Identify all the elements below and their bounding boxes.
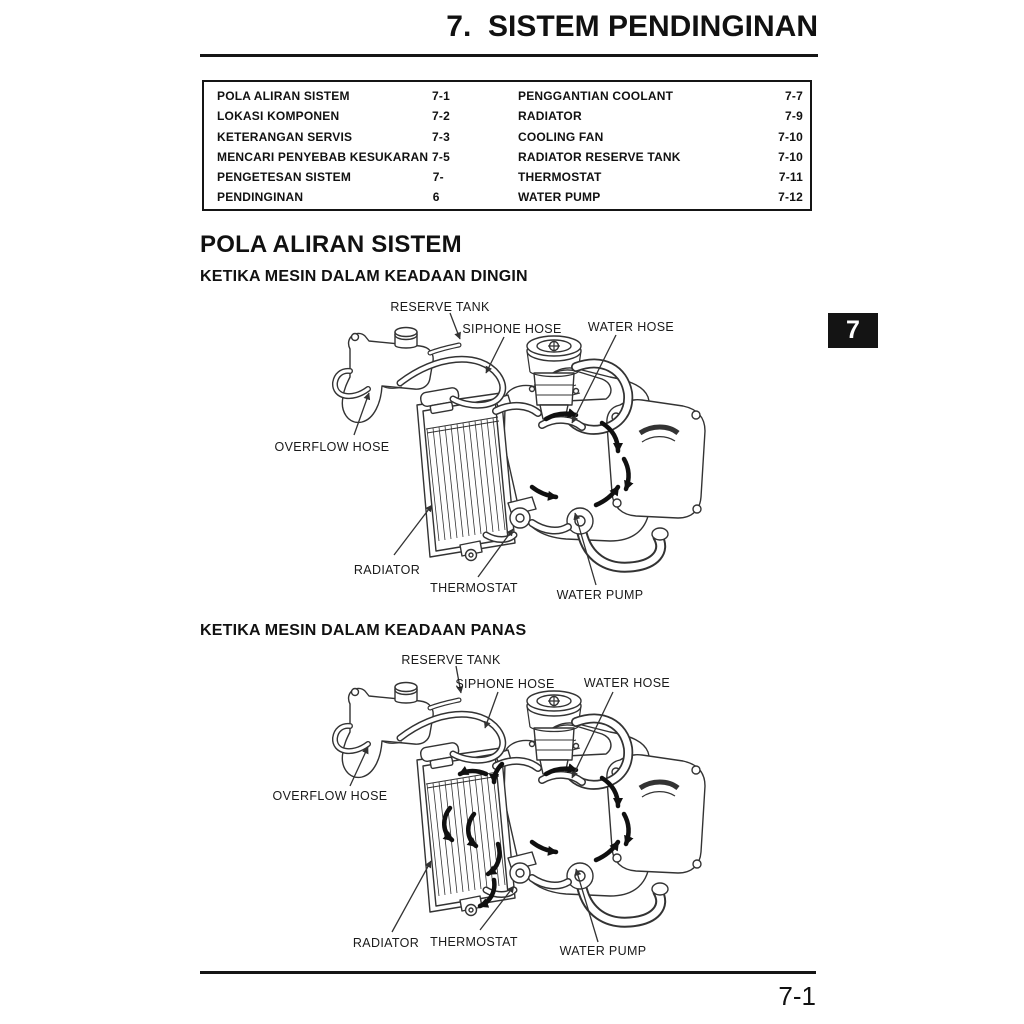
label-siphone-hose: SIPHONE HOSE bbox=[455, 677, 555, 691]
toc-item-label: MENCARI PENYEBAB KESUKARAN bbox=[217, 149, 429, 164]
toc-box: POLA ALIRAN SISTEM 7-1 LOKASI KOMPONEN 7-2… bbox=[202, 80, 812, 211]
label-radiator: RADIATOR bbox=[353, 563, 421, 577]
page-number: 7-1 bbox=[778, 981, 816, 1011]
subsection-heading-hot: KETIKA MESIN DALAM KEADAAN PANAS bbox=[200, 622, 527, 639]
toc-item-label: THERMOSTAT bbox=[518, 170, 602, 185]
toc-item-label: RADIATOR RESERVE TANK bbox=[518, 149, 681, 164]
toc-item-label: PENGETESAN SISTEM PENDINGINAN bbox=[217, 170, 352, 205]
label-overflow-hose: OVERFLOW HOSE bbox=[272, 789, 388, 803]
toc-item: PENGETESAN SISTEM PENDINGINAN 7-6 bbox=[217, 167, 450, 208]
engine-diagram-hot-art bbox=[280, 665, 780, 943]
toc-item: WATER PUMP 7-12 bbox=[518, 187, 803, 207]
leader-lines bbox=[349, 665, 614, 943]
toc-item: RADIATOR RESERVE TANK 7-10 bbox=[518, 147, 803, 167]
toc-item: POLA ALIRAN SISTEM 7-1 bbox=[217, 86, 450, 106]
label-radiator: RADIATOR bbox=[352, 936, 420, 950]
toc-item-label: COOLING FAN bbox=[518, 129, 604, 144]
label-water-hose: WATER HOSE bbox=[583, 676, 671, 690]
toc-item: KETERANGAN SERVIS 7-3 bbox=[217, 127, 450, 147]
toc-item: COOLING FAN 7-10 bbox=[518, 127, 803, 147]
label-thermostat: THERMOSTAT bbox=[430, 581, 518, 595]
toc-item-label: RADIATOR bbox=[518, 109, 582, 124]
toc-item-page: 7-10 bbox=[778, 149, 803, 164]
toc-item-page: 7-1 bbox=[432, 89, 450, 103]
label-thermostat: THERMOSTAT bbox=[430, 935, 518, 949]
footer-rule bbox=[200, 971, 816, 974]
toc-item-page: 7-7 bbox=[785, 89, 803, 103]
toc-item-label: POLA ALIRAN SISTEM bbox=[217, 89, 350, 103]
header-rule bbox=[200, 54, 818, 57]
chapter-title: 7. SISTEM PENDINGINAN bbox=[446, 10, 818, 43]
toc-right-column: PENGGANTIAN COOLANT 7-7 RADIATOR 7-9 COOLI… bbox=[518, 86, 803, 208]
toc-left-column: POLA ALIRAN SISTEM 7-1 LOKASI KOMPONEN 7-2… bbox=[217, 86, 450, 208]
toc-item-label: LOKASI KOMPONEN bbox=[217, 109, 340, 124]
toc-item: LOKASI KOMPONEN 7-2 bbox=[217, 106, 450, 126]
label-siphone-hose: SIPHONE HOSE bbox=[462, 322, 562, 336]
label-water-pump: WATER PUMP bbox=[556, 588, 644, 602]
subsection-heading-cold: KETIKA MESIN DALAM KEADAAN DINGIN bbox=[200, 268, 528, 285]
label-water-hose: WATER HOSE bbox=[587, 320, 675, 334]
label-overflow-hose: OVERFLOW HOSE bbox=[274, 440, 390, 454]
diagram-hot: RESERVE TANK SIPHONE HOSE WATER HOSE OVE… bbox=[273, 648, 780, 958]
toc-item-page: 7-5 bbox=[432, 149, 450, 164]
label-reserve-tank: RESERVE TANK bbox=[390, 300, 490, 314]
toc-item: PENGGANTIAN COOLANT 7-7 bbox=[518, 86, 803, 106]
toc-item-page: 7-2 bbox=[432, 109, 450, 124]
label-water-pump: WATER PUMP bbox=[559, 944, 647, 958]
toc-item: THERMOSTAT 7-11 bbox=[518, 167, 803, 187]
toc-item-page: 7-11 bbox=[778, 170, 803, 185]
toc-item-label: PENGGANTIAN COOLANT bbox=[518, 89, 674, 103]
toc-item-page: 7-9 bbox=[785, 109, 803, 124]
toc-item-page: 7-10 bbox=[778, 129, 803, 144]
toc-item-page: 7-6 bbox=[432, 170, 444, 205]
diagram-cold: RESERVE TANK SIPHONE HOSE WATER HOSE OVE… bbox=[275, 293, 780, 603]
chapter-tab: 7 bbox=[828, 313, 878, 348]
leader-lines bbox=[353, 312, 617, 586]
section-title: POLA ALIRAN SISTEM bbox=[200, 231, 462, 258]
engine-diagram-cold-art bbox=[280, 312, 780, 586]
toc-item-page: 7-3 bbox=[432, 129, 450, 144]
toc-item: RADIATOR 7-9 bbox=[518, 106, 803, 126]
toc-item-label: WATER PUMP bbox=[518, 190, 601, 205]
toc-item-label: KETERANGAN SERVIS bbox=[217, 129, 353, 144]
label-reserve-tank: RESERVE TANK bbox=[401, 653, 501, 667]
toc-item-page: 7-12 bbox=[778, 190, 803, 205]
